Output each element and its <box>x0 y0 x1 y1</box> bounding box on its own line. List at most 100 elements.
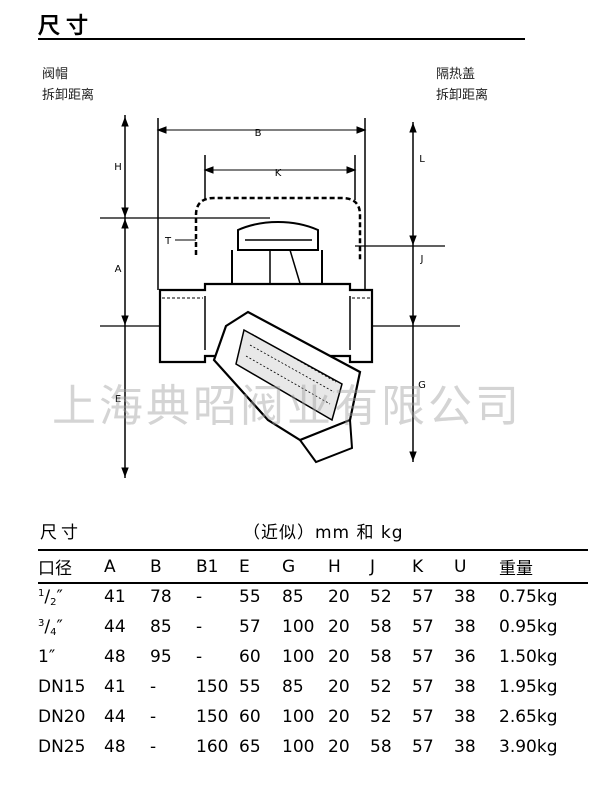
table-cell: 160 <box>196 737 229 757</box>
dimension-label-e: E <box>115 394 121 405</box>
table-cell: 57 <box>412 677 434 697</box>
table-cell: 55 <box>239 587 261 607</box>
arrow <box>409 235 417 246</box>
table-cell: 150 <box>196 707 229 727</box>
table-cell: 85 <box>150 617 172 637</box>
size-cell: 1/2″ <box>38 582 104 612</box>
table-cell: 58 <box>370 737 392 757</box>
fraction-numerator: 3 <box>38 617 45 629</box>
table-cell: 44 <box>104 617 126 637</box>
table-cell: 65 <box>239 737 261 757</box>
table-cell: 100 <box>282 737 315 757</box>
page-title: 尺寸 <box>38 14 95 39</box>
table-cell: 20 <box>328 707 350 727</box>
table-cell: 57 <box>239 617 261 637</box>
insulation-cover-outline <box>194 196 362 262</box>
table-cell: 36 <box>454 647 476 667</box>
caption-line: 拆卸距离 <box>436 88 489 103</box>
arrow <box>121 116 129 127</box>
size-cell: DN20 <box>38 707 86 727</box>
column-header: U <box>454 556 467 577</box>
table-cell: 85 <box>282 677 304 697</box>
strainer-screen <box>235 328 343 422</box>
table-cell: 20 <box>328 737 350 757</box>
insulation-cover-removal-caption: 隔热盖 拆卸距离 <box>436 64 488 106</box>
table-cell: 48 <box>104 647 126 667</box>
caption-line: 隔热盖 <box>436 67 476 82</box>
table-cell: 55 <box>239 677 261 697</box>
fraction-denominator: 4 <box>50 626 57 638</box>
table-cell: 52 <box>370 677 392 697</box>
size-cell: 1″ <box>38 647 56 667</box>
table-cell: 1.95kg <box>499 677 558 697</box>
fraction-slash: / <box>44 616 51 637</box>
dimension-label-g: G <box>418 380 426 391</box>
arrow <box>121 315 129 326</box>
table-cell: 57 <box>412 587 434 607</box>
table-cell: - <box>150 677 157 697</box>
steam-trap-diagram: B K H A E T L J G <box>100 115 460 478</box>
size-cell: DN15 <box>38 677 86 697</box>
inch-mark: ″ <box>56 586 63 607</box>
table-cell: 38 <box>454 617 476 637</box>
arrow <box>356 126 367 134</box>
table-cell: 0.75kg <box>499 587 558 607</box>
inch-mark: ″ <box>56 616 63 637</box>
table-cell: 58 <box>370 647 392 667</box>
bonnet-removal-caption: 阀帽 拆卸距离 <box>42 64 94 106</box>
table-cell: 20 <box>328 647 350 667</box>
strainer-cap <box>299 419 354 464</box>
column-header: B <box>150 556 162 577</box>
arrow <box>121 467 129 478</box>
column-header: G <box>282 556 296 577</box>
table-cell: 52 <box>370 587 392 607</box>
arrow <box>121 218 129 229</box>
table-cell: - <box>196 617 203 637</box>
arrow <box>203 166 214 174</box>
table-cell: 57 <box>412 647 434 667</box>
bonnet <box>237 220 319 251</box>
column-header: A <box>104 556 116 577</box>
screen-mesh <box>245 333 337 405</box>
table-cell: 78 <box>150 587 172 607</box>
table-cell: 57 <box>412 617 434 637</box>
column-header: J <box>370 556 376 577</box>
table-cell: 52 <box>370 707 392 727</box>
spec-units-note: （近似）mm 和 kg <box>243 523 404 543</box>
table-cell: 38 <box>454 587 476 607</box>
table-cell: 38 <box>454 737 476 757</box>
table-cell: 100 <box>282 647 315 667</box>
table-cell: 41 <box>104 587 126 607</box>
column-header: H <box>328 556 341 577</box>
table-cell: 48 <box>104 737 126 757</box>
arrow <box>156 126 167 134</box>
table-top-rule <box>38 549 588 551</box>
table-cell: - <box>196 647 203 667</box>
table-cell: - <box>196 587 203 607</box>
arrow <box>346 166 357 174</box>
dimension-label-l: L <box>419 154 425 165</box>
table-cell: 2.65kg <box>499 707 558 727</box>
table-cell: 57 <box>412 737 434 757</box>
dimension-label-a: A <box>115 264 122 275</box>
table-cell: - <box>150 737 157 757</box>
table-cell: 38 <box>454 707 476 727</box>
arrow <box>409 122 417 133</box>
table-cell: 38 <box>454 677 476 697</box>
table-cell: - <box>150 707 157 727</box>
table-cell: 3.90kg <box>499 737 558 757</box>
column-header: B1 <box>196 556 219 577</box>
table-cell: 60 <box>239 707 261 727</box>
table-cell: 44 <box>104 707 126 727</box>
fraction-denominator: 2 <box>50 596 57 608</box>
spec-table-title: 尺寸 <box>40 523 82 543</box>
column-header: K <box>412 556 424 577</box>
